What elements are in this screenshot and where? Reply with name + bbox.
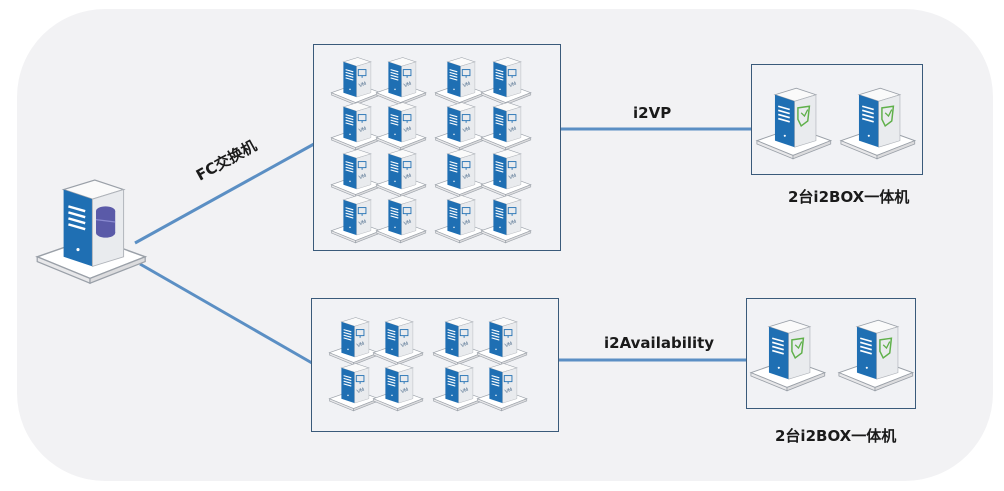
i2box-server-icon	[746, 312, 828, 398]
svg-text:VM: VM	[356, 387, 365, 395]
i2availability-label: i2Availability	[604, 334, 715, 352]
vm-server-icon: VM	[373, 52, 428, 111]
vm-server-icon: VM	[370, 358, 425, 417]
svg-text:VM: VM	[358, 173, 367, 181]
vm-server-icon: VM	[432, 52, 487, 111]
vm-server-icon: VM	[478, 190, 533, 249]
vm-server-icon: VM	[430, 358, 485, 417]
vm-server-icon: VM	[373, 190, 428, 249]
svg-text:VM: VM	[508, 173, 517, 181]
svg-text:VM: VM	[403, 219, 412, 227]
svg-text:VM: VM	[400, 341, 409, 349]
svg-text:VM: VM	[358, 126, 367, 134]
svg-text:VM: VM	[462, 81, 471, 89]
top-i2box-label: 2台i2BOX一体机	[788, 188, 910, 206]
svg-text:VM: VM	[504, 387, 513, 395]
storage-server-icon	[30, 168, 150, 292]
i2box-server-icon	[834, 312, 916, 398]
vm-server-icon: VM	[432, 97, 487, 156]
i2vp-label: i2VP	[633, 104, 672, 122]
i2box-server-icon	[836, 80, 918, 166]
svg-text:VM: VM	[400, 387, 409, 395]
vm-server-icon: VM	[478, 97, 533, 156]
vm-server-icon: VM	[474, 358, 529, 417]
vm-server-icon: VM	[370, 312, 425, 371]
vm-server-icon: VM	[326, 312, 381, 371]
svg-text:VM: VM	[462, 173, 471, 181]
vm-server-icon: VM	[328, 52, 383, 111]
bottom-i2box-label: 2台i2BOX一体机	[775, 427, 897, 445]
vm-server-icon: VM	[432, 144, 487, 203]
vm-server-icon: VM	[373, 144, 428, 203]
svg-text:VM: VM	[508, 126, 517, 134]
svg-text:VM: VM	[403, 126, 412, 134]
vm-server-icon: VM	[328, 97, 383, 156]
vm-server-icon: VM	[478, 144, 533, 203]
svg-text:VM: VM	[508, 219, 517, 227]
svg-text:VM: VM	[358, 219, 367, 227]
vm-server-icon: VM	[328, 144, 383, 203]
link-storage-to-top-cluster	[134, 142, 315, 245]
vm-server-icon: VM	[373, 97, 428, 156]
link-storage-to-bottom-cluster	[139, 262, 313, 365]
vm-server-icon: VM	[478, 52, 533, 111]
i2box-server-icon	[752, 80, 834, 166]
svg-text:VM: VM	[508, 81, 517, 89]
svg-text:VM: VM	[356, 341, 365, 349]
vm-server-icon: VM	[328, 190, 383, 249]
svg-text:VM: VM	[462, 126, 471, 134]
svg-text:VM: VM	[460, 387, 469, 395]
svg-text:VM: VM	[504, 341, 513, 349]
svg-text:VM: VM	[462, 219, 471, 227]
svg-text:VM: VM	[403, 81, 412, 89]
svg-text:VM: VM	[358, 81, 367, 89]
svg-text:VM: VM	[403, 173, 412, 181]
svg-text:VM: VM	[460, 341, 469, 349]
